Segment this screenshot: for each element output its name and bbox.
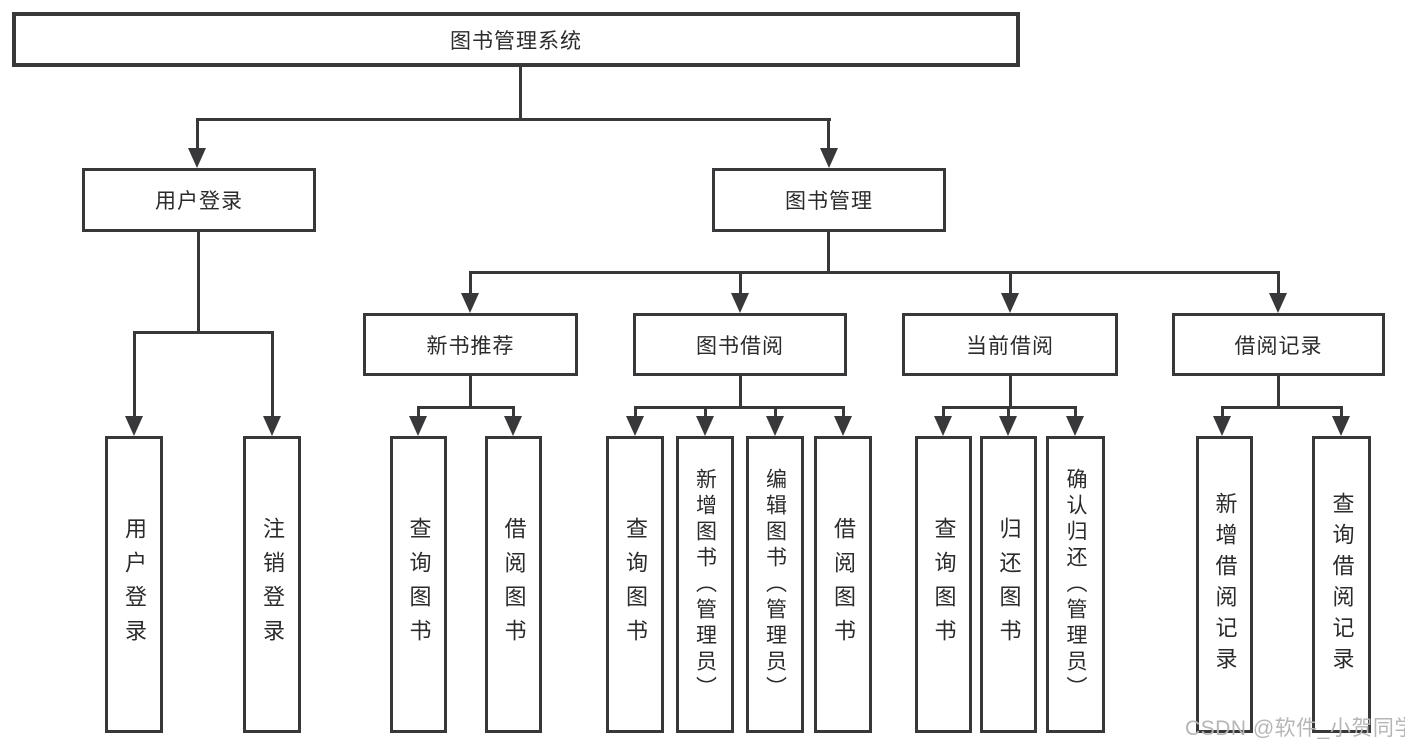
arrowhead-leaf-user-login bbox=[125, 416, 143, 436]
leaf-add-books-admin: 新增图书（管理员） bbox=[676, 436, 734, 733]
leaf-query-borrow-record: 查询借阅记录 bbox=[1312, 436, 1371, 733]
arrowhead-records-c1 bbox=[1213, 416, 1231, 436]
node-root: 图书管理系统 bbox=[12, 12, 1020, 67]
connector-records-c1-drop bbox=[1221, 406, 1224, 420]
connector-recommend-stem bbox=[469, 376, 472, 408]
connector-borrow-branch bbox=[634, 406, 845, 409]
arrowhead-borrow-c4 bbox=[834, 416, 852, 436]
connector-current-drop bbox=[1009, 271, 1012, 297]
arrowhead-records bbox=[1269, 293, 1287, 313]
connector-root-stem bbox=[519, 66, 522, 120]
connector-borrow-drop bbox=[739, 271, 742, 297]
leaf-query-books-current: 查询图书 bbox=[915, 436, 972, 733]
leaf-logout: 注销登录 bbox=[243, 436, 301, 733]
connector-borrow-c3-drop bbox=[774, 406, 777, 420]
arrowhead-borrow-c1 bbox=[626, 416, 644, 436]
connector-records-drop bbox=[1277, 271, 1280, 297]
arrowhead-user-login bbox=[188, 148, 206, 168]
connector-leaf-logout-drop bbox=[271, 331, 274, 419]
arrowhead-recommend-c2 bbox=[504, 416, 522, 436]
arrowhead-borrow-c3 bbox=[766, 416, 784, 436]
connector-leaf-user-login-drop bbox=[133, 331, 136, 419]
connector-book-management-stem bbox=[827, 232, 830, 274]
connector-current-c2-drop bbox=[1007, 406, 1010, 420]
connector-current-c1-drop bbox=[942, 406, 945, 420]
connector-borrow-stem bbox=[739, 376, 742, 408]
connector-borrow-c4-drop bbox=[842, 406, 845, 420]
leaf-add-borrow-record: 新增借阅记录 bbox=[1196, 436, 1253, 733]
leaf-return-books: 归还图书 bbox=[980, 436, 1037, 733]
connector-recommend-c2-drop bbox=[512, 406, 515, 420]
csdn-watermark: CSDN @软件_小贺同学 bbox=[1185, 717, 1405, 740]
leaf-edit-books-admin: 编辑图书（管理员） bbox=[746, 436, 804, 733]
arrowhead-current-c2 bbox=[999, 416, 1017, 436]
arrowhead-borrow bbox=[731, 293, 749, 313]
arrowhead-leaf-logout bbox=[263, 416, 281, 436]
connector-records-branch bbox=[1221, 406, 1342, 409]
connector-records-c2-drop bbox=[1340, 406, 1343, 420]
leaf-query-books-recommend: 查询图书 bbox=[390, 436, 447, 733]
connector-current-stem bbox=[1009, 376, 1012, 408]
leaf-query-books-borrow: 查询图书 bbox=[606, 436, 664, 733]
connector-recommend-c1-drop bbox=[417, 406, 420, 420]
arrowhead-recommend bbox=[461, 293, 479, 313]
connector-borrow-c2-drop bbox=[704, 406, 707, 420]
leaf-borrow-books-recommend: 借阅图书 bbox=[485, 436, 542, 733]
node-book-management: 图书管理 bbox=[712, 168, 946, 232]
connector-user-login-stem bbox=[197, 232, 200, 333]
arrowhead-book-management bbox=[820, 148, 838, 168]
arrowhead-borrow-c2 bbox=[696, 416, 714, 436]
leaf-confirm-return-admin: 确认归还（管理员） bbox=[1046, 436, 1105, 733]
node-borrow-records: 借阅记录 bbox=[1172, 313, 1385, 376]
connector-user-login-drop bbox=[196, 118, 199, 152]
node-user-login: 用户登录 bbox=[82, 168, 316, 232]
connector-recommend-drop bbox=[469, 271, 472, 297]
arrowhead-recommend-c1 bbox=[409, 416, 427, 436]
connector-level3-branch bbox=[469, 271, 1280, 274]
node-new-book-recommend: 新书推荐 bbox=[363, 313, 578, 376]
connector-records-stem bbox=[1277, 376, 1280, 408]
connector-root-branch bbox=[196, 118, 831, 121]
connector-current-c3-drop bbox=[1074, 406, 1077, 420]
arrowhead-records-c2 bbox=[1332, 416, 1350, 436]
connector-book-management-drop bbox=[827, 118, 830, 152]
arrowhead-current-c3 bbox=[1066, 416, 1084, 436]
node-book-borrow: 图书借阅 bbox=[633, 313, 847, 376]
connector-recommend-branch bbox=[417, 406, 515, 409]
arrowhead-current bbox=[1001, 293, 1019, 313]
node-current-borrow: 当前借阅 bbox=[902, 313, 1118, 376]
arrowhead-current-c1 bbox=[934, 416, 952, 436]
connector-user-login-branch bbox=[133, 331, 274, 334]
connector-borrow-c1-drop bbox=[634, 406, 637, 420]
leaf-borrow-books: 借阅图书 bbox=[814, 436, 872, 733]
leaf-user-login: 用户登录 bbox=[105, 436, 163, 733]
